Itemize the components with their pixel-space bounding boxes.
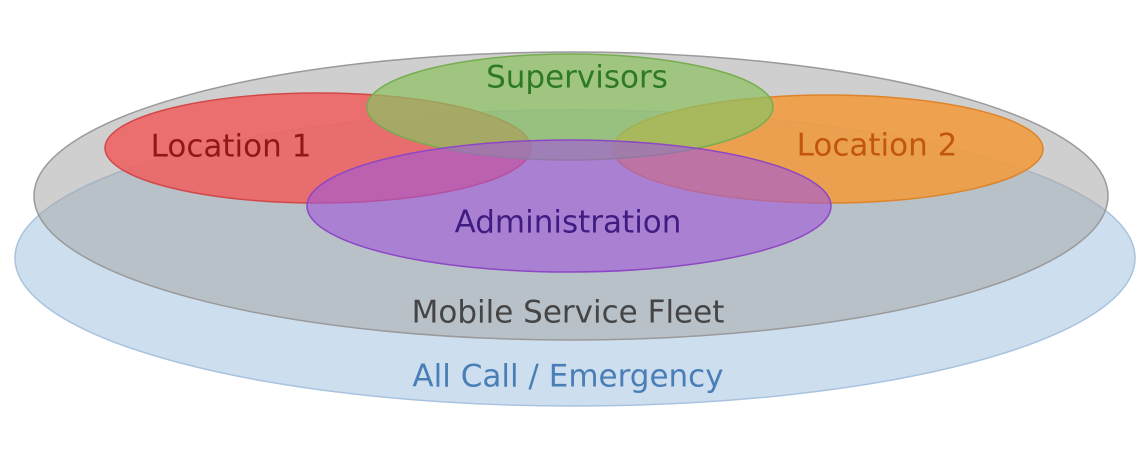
- all-call-label: All Call / Emergency: [412, 359, 723, 395]
- location1-label: Location 1: [151, 129, 312, 165]
- administration-ellipse: [306, 139, 832, 273]
- supervisors-label: Supervisors: [486, 60, 668, 96]
- administration-label: Administration: [455, 205, 682, 241]
- fleet-label: Mobile Service Fleet: [412, 295, 725, 331]
- location2-label: Location 2: [797, 128, 958, 164]
